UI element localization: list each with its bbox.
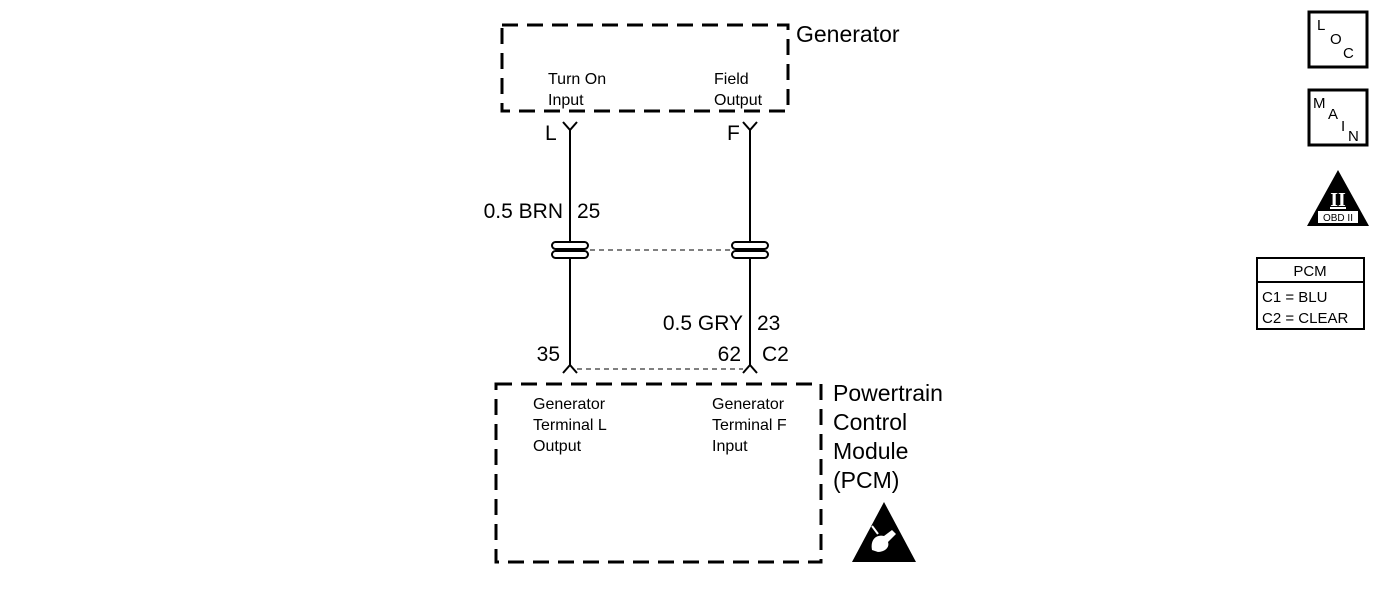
wire-right-circuit: 23: [757, 312, 780, 335]
svg-text:I: I: [1341, 118, 1345, 135]
wire-labels: 0.5 BRN 25 0.5 GRY 23 35 62 C2: [484, 200, 789, 366]
obd-ii-icon[interactable]: II OBD II: [1307, 170, 1369, 226]
pcm-connector-legend: PCM C1 = BLU C2 = CLEAR: [1256, 257, 1365, 330]
main-icon[interactable]: M A I N: [1307, 88, 1369, 147]
generator-terminal-l: L: [545, 122, 557, 145]
pcm-title-2: Control: [833, 409, 907, 435]
wires: [562, 121, 758, 374]
wire-right-terminal-fork: [742, 121, 758, 132]
generator-pin-f-label-2: Output: [714, 92, 763, 109]
wire-right-pin-fork: [742, 363, 758, 374]
svg-text:L: L: [1317, 17, 1325, 34]
pcm-title-1: Powertrain: [833, 380, 943, 406]
pcm-title-3: Module: [833, 438, 908, 464]
generator-box: [500, 23, 790, 113]
wire-left-pin-fork: [562, 363, 578, 374]
generator-pin-f-label-1: Field: [714, 71, 749, 88]
wire-left-terminal-fork: [562, 121, 578, 132]
obd-ii-caption: OBD II: [1323, 213, 1353, 224]
wire-left-gauge-color: 0.5 BRN: [484, 200, 563, 223]
pcm-box: [494, 382, 823, 564]
pcm-pin-f-label-3: Input: [712, 438, 748, 455]
pcm-pin-right: 62: [718, 343, 741, 366]
pcm-pin-l-label-2: Terminal L: [533, 417, 607, 434]
inline-connector-right: [731, 241, 769, 259]
pcm-pin-l-label-1: Generator: [533, 396, 606, 413]
generator-pin-l-label-1: Turn On: [548, 71, 606, 88]
svg-text:A: A: [1328, 106, 1338, 123]
generator-component: Generator Turn On Input Field Output L F: [500, 21, 900, 145]
legend-row-1: C1 = BLU: [1262, 289, 1327, 306]
generator-pin-l-label-2: Input: [548, 92, 584, 109]
svg-text:M: M: [1313, 95, 1326, 112]
inline-connector-left: [551, 241, 589, 259]
svg-text:O: O: [1330, 31, 1342, 48]
svg-text:N: N: [1348, 128, 1359, 145]
wire-right-gauge-color: 0.5 GRY: [663, 312, 743, 335]
svg-text:C: C: [1343, 45, 1354, 62]
pcm-pin-left: 35: [537, 343, 560, 366]
legend-title: PCM: [1293, 263, 1326, 280]
pcm-pin-l-label-3: Output: [533, 438, 582, 455]
pcm-connector-id: C2: [762, 343, 789, 366]
pcm-component: Generator Terminal L Output Generator Te…: [494, 380, 943, 564]
legend-row-2: C2 = CLEAR: [1262, 310, 1348, 327]
esd-warning-icon: [852, 502, 916, 562]
generator-title: Generator: [796, 21, 900, 47]
obd-ii-numeral: II: [1330, 189, 1346, 211]
pcm-pin-f-label-2: Terminal F: [712, 417, 787, 434]
loc-icon[interactable]: L O C: [1307, 10, 1369, 69]
generator-terminal-f: F: [727, 122, 740, 145]
wire-left-circuit: 25: [577, 200, 600, 223]
pcm-pin-f-label-1: Generator: [712, 396, 785, 413]
pcm-title-4: (PCM): [833, 467, 899, 493]
